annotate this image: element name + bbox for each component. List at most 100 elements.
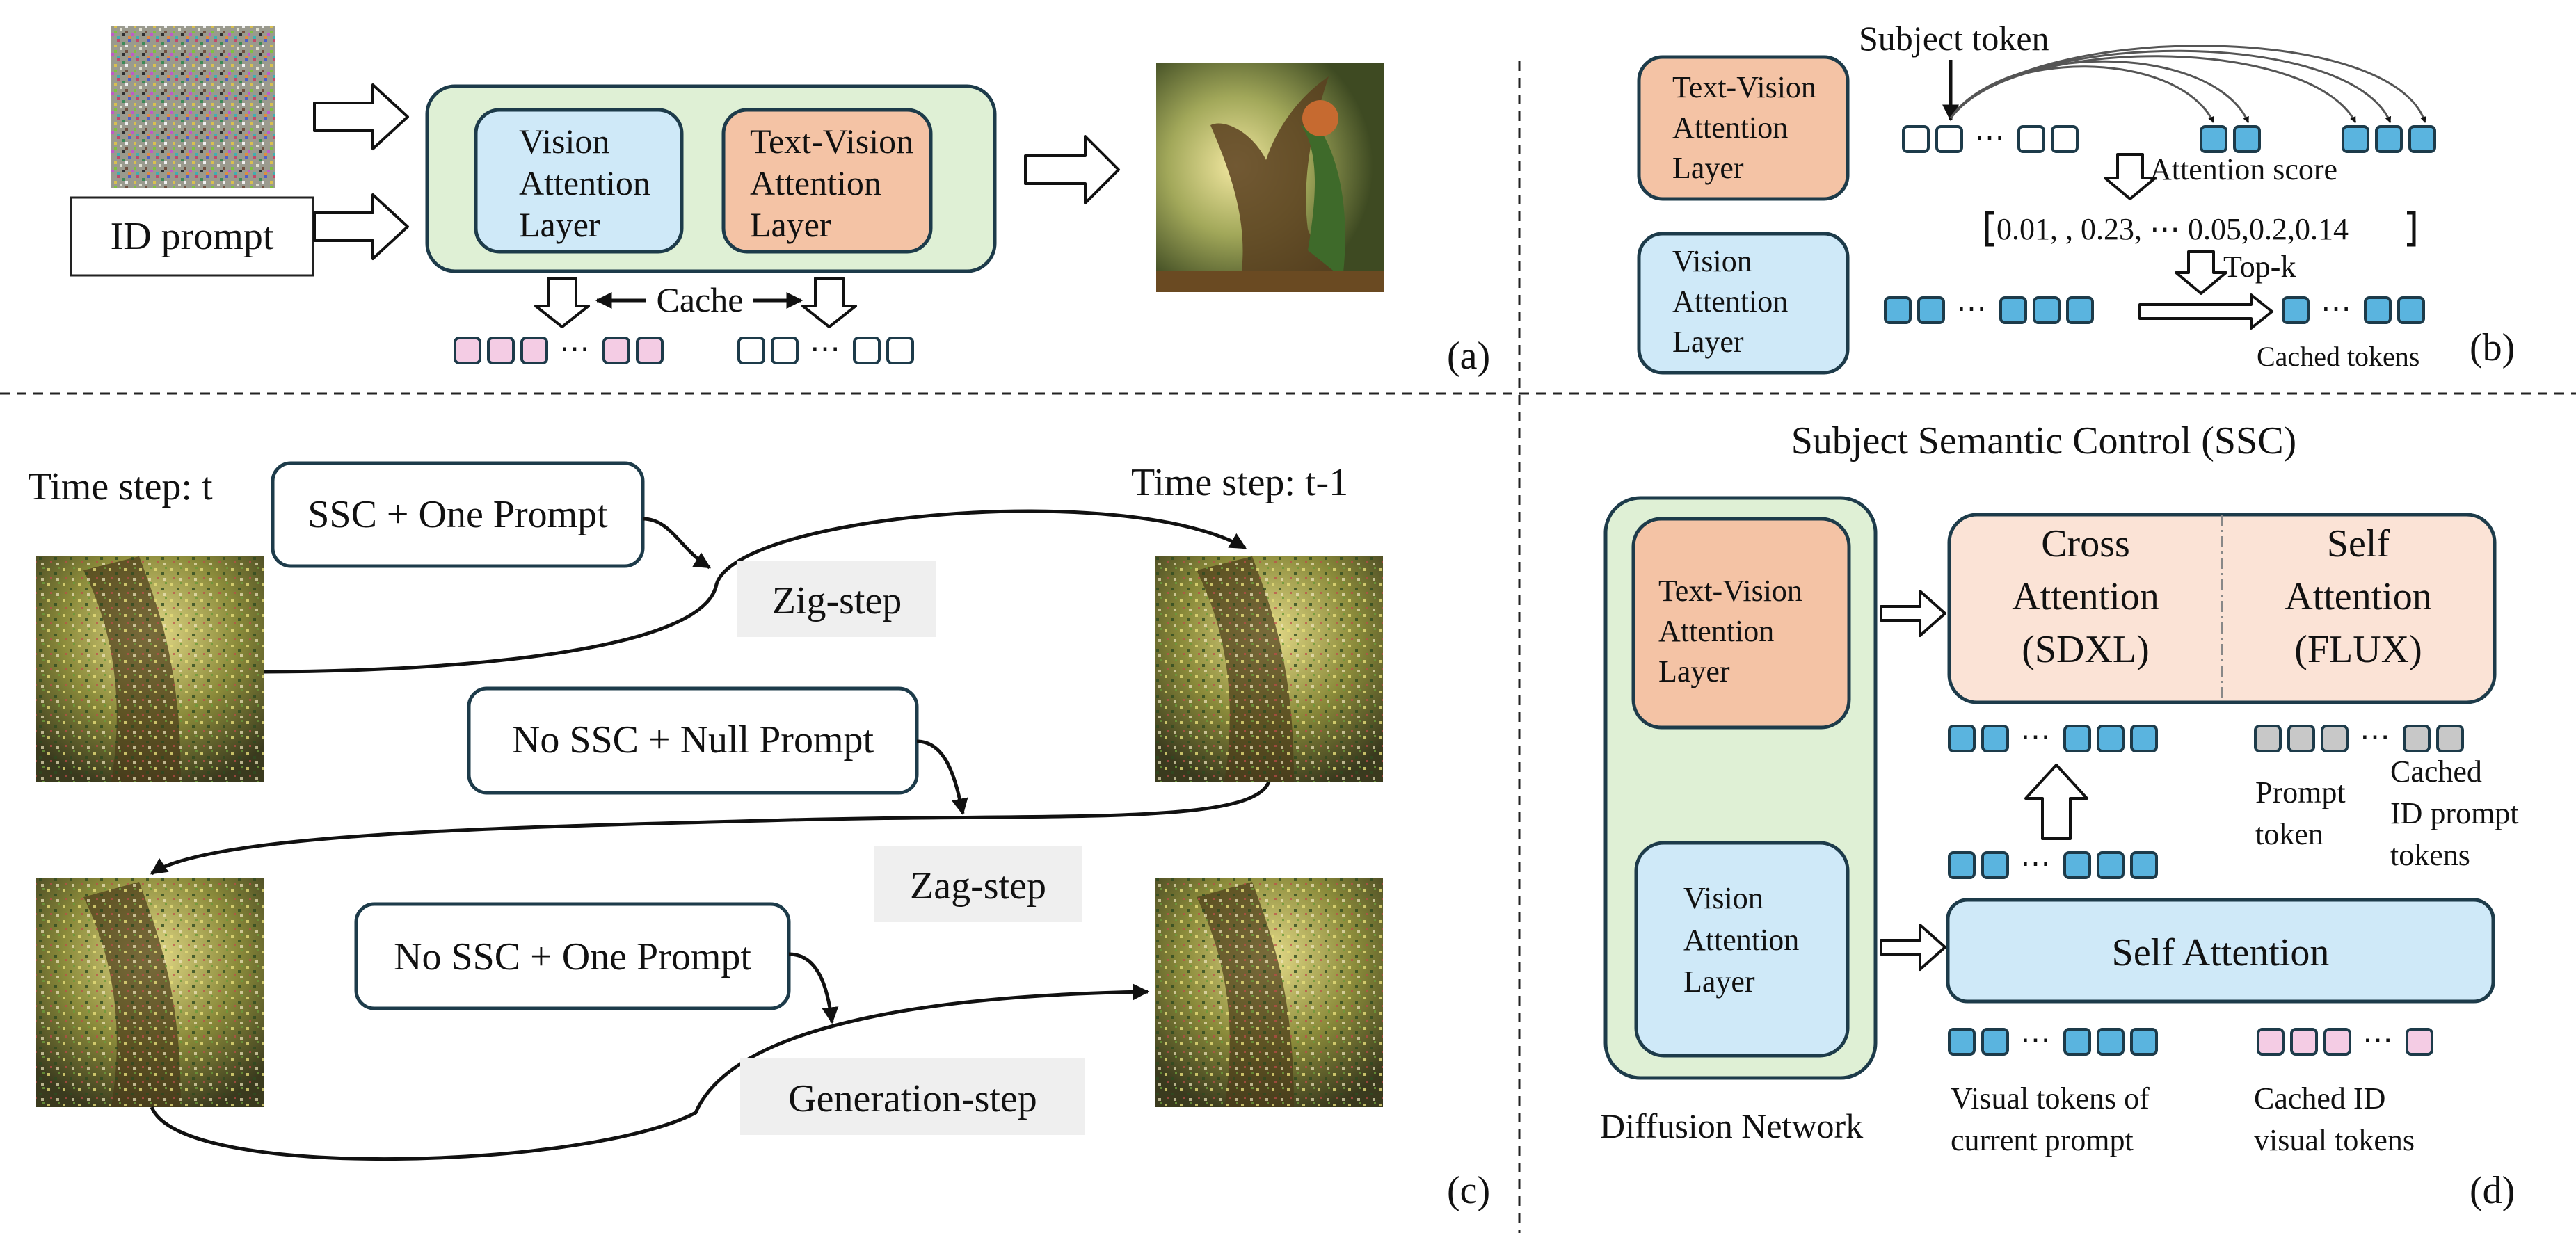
ellipsis: ⋯ (2321, 291, 2351, 325)
token (2397, 296, 2425, 324)
ssc-title: Subject Semantic Control (SSC) (1791, 419, 2296, 462)
token (886, 337, 914, 364)
self-attention-flux-line: Self (2327, 522, 2390, 565)
ellipsis: ⋯ (2362, 1023, 2393, 1057)
text-vision-attention-layer-line: Text-Vision (750, 122, 913, 161)
token (2063, 851, 2091, 879)
token (1948, 725, 1976, 752)
attention-scores: 0.01, , 0.23, ⋯ 0.05,0.2,0.14 (1997, 212, 2349, 246)
self-attention-label: Self Attention (2112, 931, 2330, 974)
token (2321, 725, 2349, 752)
text-vision-attention-layer-line: Attention (1672, 111, 1788, 145)
token (2403, 725, 2431, 752)
zag-arrow (150, 781, 1271, 876)
token (2033, 296, 2061, 324)
vision-attention-layer-line: Vision (519, 122, 609, 161)
token (2130, 851, 2158, 879)
token (487, 337, 515, 364)
text-vision-attention-layer-box (721, 108, 933, 254)
token (2287, 725, 2315, 752)
text-vision-attention-layer-line: Layer (1658, 654, 1730, 688)
text-vision-attention-layer-line: Layer (750, 205, 831, 244)
cross-attention-line: Cross (2041, 522, 2130, 565)
noisy-dryad-image-icon (1155, 556, 1383, 782)
self-attention-box (1946, 898, 2495, 1004)
zag-step-box (874, 846, 1082, 922)
ssc-one-prompt-box (271, 461, 645, 568)
vision-attention-layer-box (474, 108, 684, 254)
token (602, 337, 630, 364)
zig-step-label: Zig-step (772, 579, 902, 622)
ssc-connector (642, 517, 712, 570)
generation-step-box (740, 1058, 1085, 1135)
token (1902, 125, 1930, 153)
token (2342, 125, 2369, 153)
token (2406, 1028, 2433, 1056)
prompt-token-line: token (2255, 817, 2323, 851)
token (2051, 125, 2079, 153)
token (2017, 125, 2045, 153)
text-vision-attention-layer-line: Attention (1658, 614, 1774, 648)
topk-label: Top-k (2223, 250, 2296, 284)
self-attention-flux-line: Attention (2285, 575, 2432, 618)
vision-attention-layer-line: Attention (519, 163, 650, 202)
self-attention-flux-line: (FLUX) (2294, 628, 2422, 671)
token (2254, 725, 2282, 752)
hollow-arrow-icon (801, 277, 857, 328)
zag-step-label: Zag-step (910, 864, 1046, 908)
noisy-dryad-image-icon (1155, 878, 1383, 1107)
token (520, 337, 548, 364)
dryad-image-icon (1156, 63, 1384, 292)
null-connector (916, 739, 968, 816)
no-ssc-one-prompt-box (354, 902, 791, 1010)
visual-tokens-current-line: current prompt (1951, 1123, 2134, 1157)
vision-attention-layer-box (1637, 232, 1850, 375)
cached-id-visual-line: visual tokens (2254, 1123, 2415, 1157)
cache-label: Cache (657, 280, 744, 319)
panel-label-d: (d) (2470, 1169, 2515, 1212)
zig-arrow (264, 509, 1247, 674)
time-step-t: Time step: t (28, 465, 213, 508)
cached-id-prompt-line: ID prompt (2390, 796, 2519, 830)
token (2130, 725, 2158, 752)
attention-score-label: Attention score (2150, 152, 2337, 186)
hollow-arrow-icon (2138, 293, 2273, 330)
hollow-arrow-icon (313, 193, 409, 260)
score-bracket-right (2407, 211, 2416, 247)
token (1981, 725, 2009, 752)
diffusion-network-label: Diffusion Network (1600, 1106, 1863, 1145)
token (2097, 1028, 2125, 1056)
ellipsis: ⋯ (1974, 120, 2005, 154)
token (1981, 1028, 2009, 1056)
cached-id-visual-line: Cached ID (2254, 1081, 2385, 1115)
hollow-arrow-icon (313, 83, 409, 150)
token (771, 337, 799, 364)
token (2097, 725, 2125, 752)
noisy-dryad-image-icon (36, 878, 264, 1107)
vision-attention-layer-line: Attention (1672, 284, 1788, 319)
no-ssc-null-prompt-label: No SSC + Null Prompt (512, 718, 874, 761)
hollow-arrow-icon (2024, 764, 2088, 840)
vision-attention-layer-line: Attention (1683, 923, 1799, 957)
token (1981, 851, 2009, 879)
zig-step-box (737, 561, 936, 637)
token (2364, 296, 2392, 324)
subject-token-label: Subject token (1859, 19, 2049, 58)
noise-image-icon (111, 26, 275, 188)
token (853, 337, 881, 364)
token (2282, 296, 2310, 324)
token (2097, 851, 2125, 879)
token (2200, 125, 2227, 153)
panel-label-b: (b) (2470, 326, 2515, 369)
vision-attention-layer-line: Layer (1683, 965, 1755, 999)
token (2066, 296, 2094, 324)
vision-attention-layer-line: Layer (519, 205, 600, 244)
ellipsis: ⋯ (2020, 720, 2051, 754)
token (1884, 296, 1912, 324)
text-vision-attention-layer-line: Layer (1672, 151, 1744, 185)
id-prompt-box (70, 196, 314, 277)
token (2233, 125, 2261, 153)
token (454, 337, 481, 364)
